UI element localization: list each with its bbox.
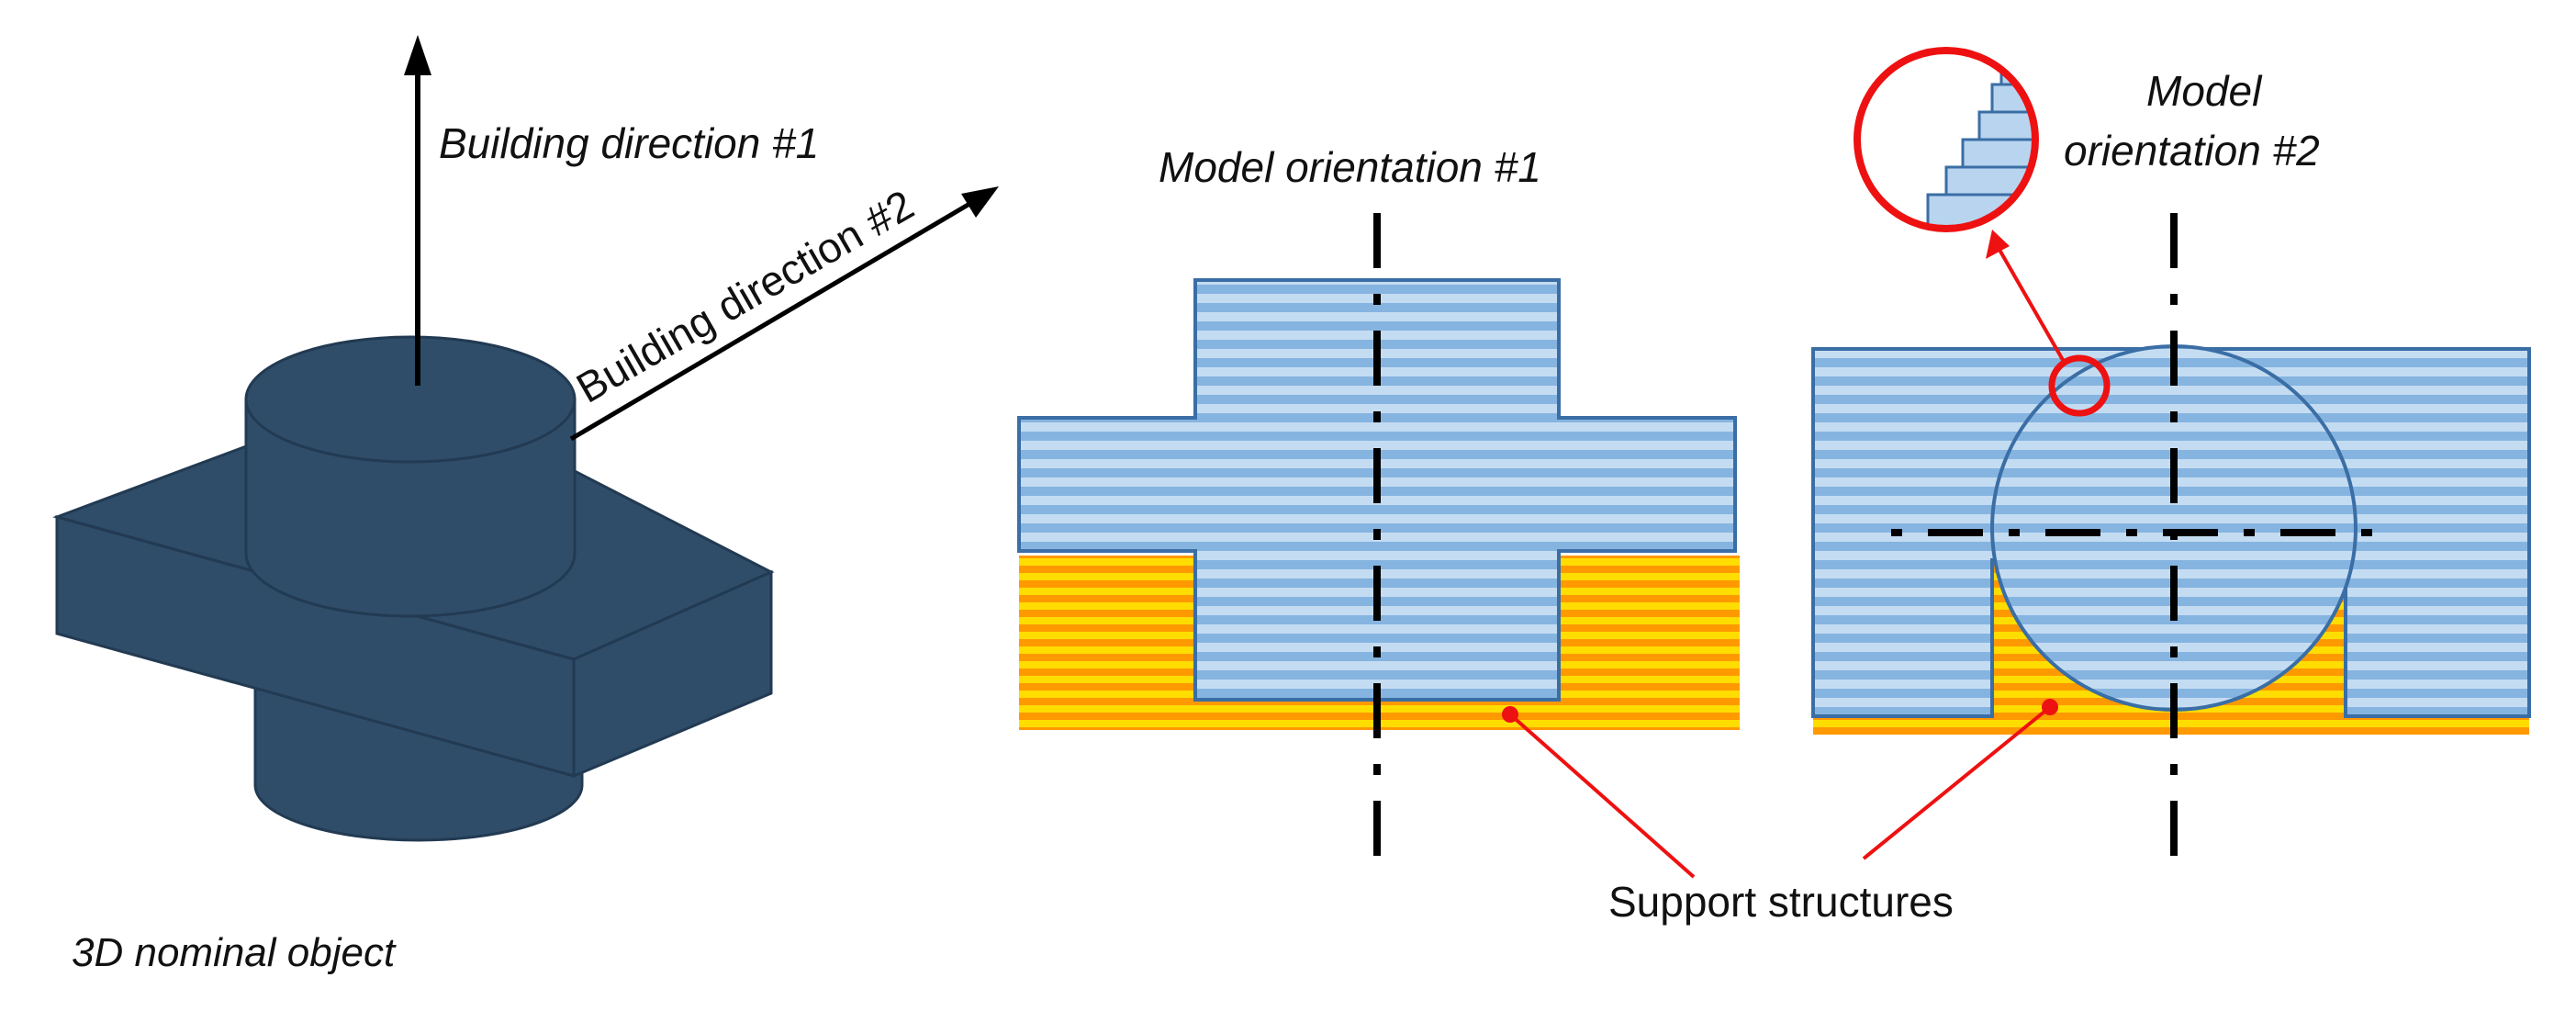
building-direction-2-arrow xyxy=(569,195,982,442)
support-leader-2 xyxy=(1862,705,2052,860)
3d-nominal-object xyxy=(52,335,775,842)
zoom-bubble-ring xyxy=(1854,47,2039,232)
building-direction-2-arrowhead xyxy=(961,186,999,218)
detail-circle xyxy=(2048,354,2111,417)
plate-right-face xyxy=(572,569,773,779)
zoom-callout-line xyxy=(1998,249,2065,361)
zoom-callout-arrowhead xyxy=(1986,230,2010,259)
model-orientation-2-label-line1: Model xyxy=(2146,67,2263,115)
support-callouts xyxy=(1502,699,2058,879)
support-right-1 xyxy=(1559,556,1740,730)
support-left-1 xyxy=(1019,556,1203,730)
model-orientation-2-label-line2: orientation #2 xyxy=(2064,127,2320,174)
building-direction-1-label: Building direction #1 xyxy=(439,119,819,167)
model-orientation-1 xyxy=(1017,213,1740,856)
building-direction-1-arrowhead xyxy=(404,35,431,75)
model-orientation-1-label: Model orientation #1 xyxy=(1159,143,1541,191)
support-leader-1 xyxy=(1508,713,1696,879)
building-direction-2-label: Building direction #2 xyxy=(568,180,922,411)
nominal-object-label: 3D nominal object xyxy=(72,930,397,975)
support-structures-label: Support structures xyxy=(1608,878,1954,926)
upper-cylinder-top xyxy=(244,335,577,464)
